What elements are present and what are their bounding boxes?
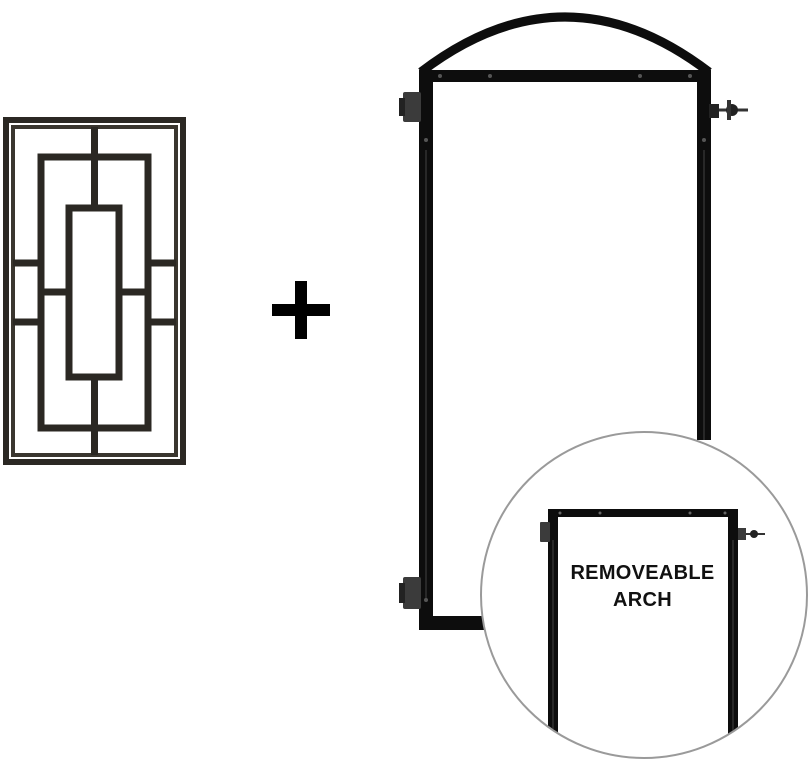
- latch-icon: [709, 100, 748, 120]
- callout-line-1: REMOVEABLE: [570, 562, 715, 584]
- callout-line-2: ARCH: [613, 589, 672, 611]
- plus-icon: [272, 281, 330, 339]
- hinge-icon: [399, 92, 421, 609]
- removeable-arch-label: REMOVEABLE ARCH: [555, 560, 730, 614]
